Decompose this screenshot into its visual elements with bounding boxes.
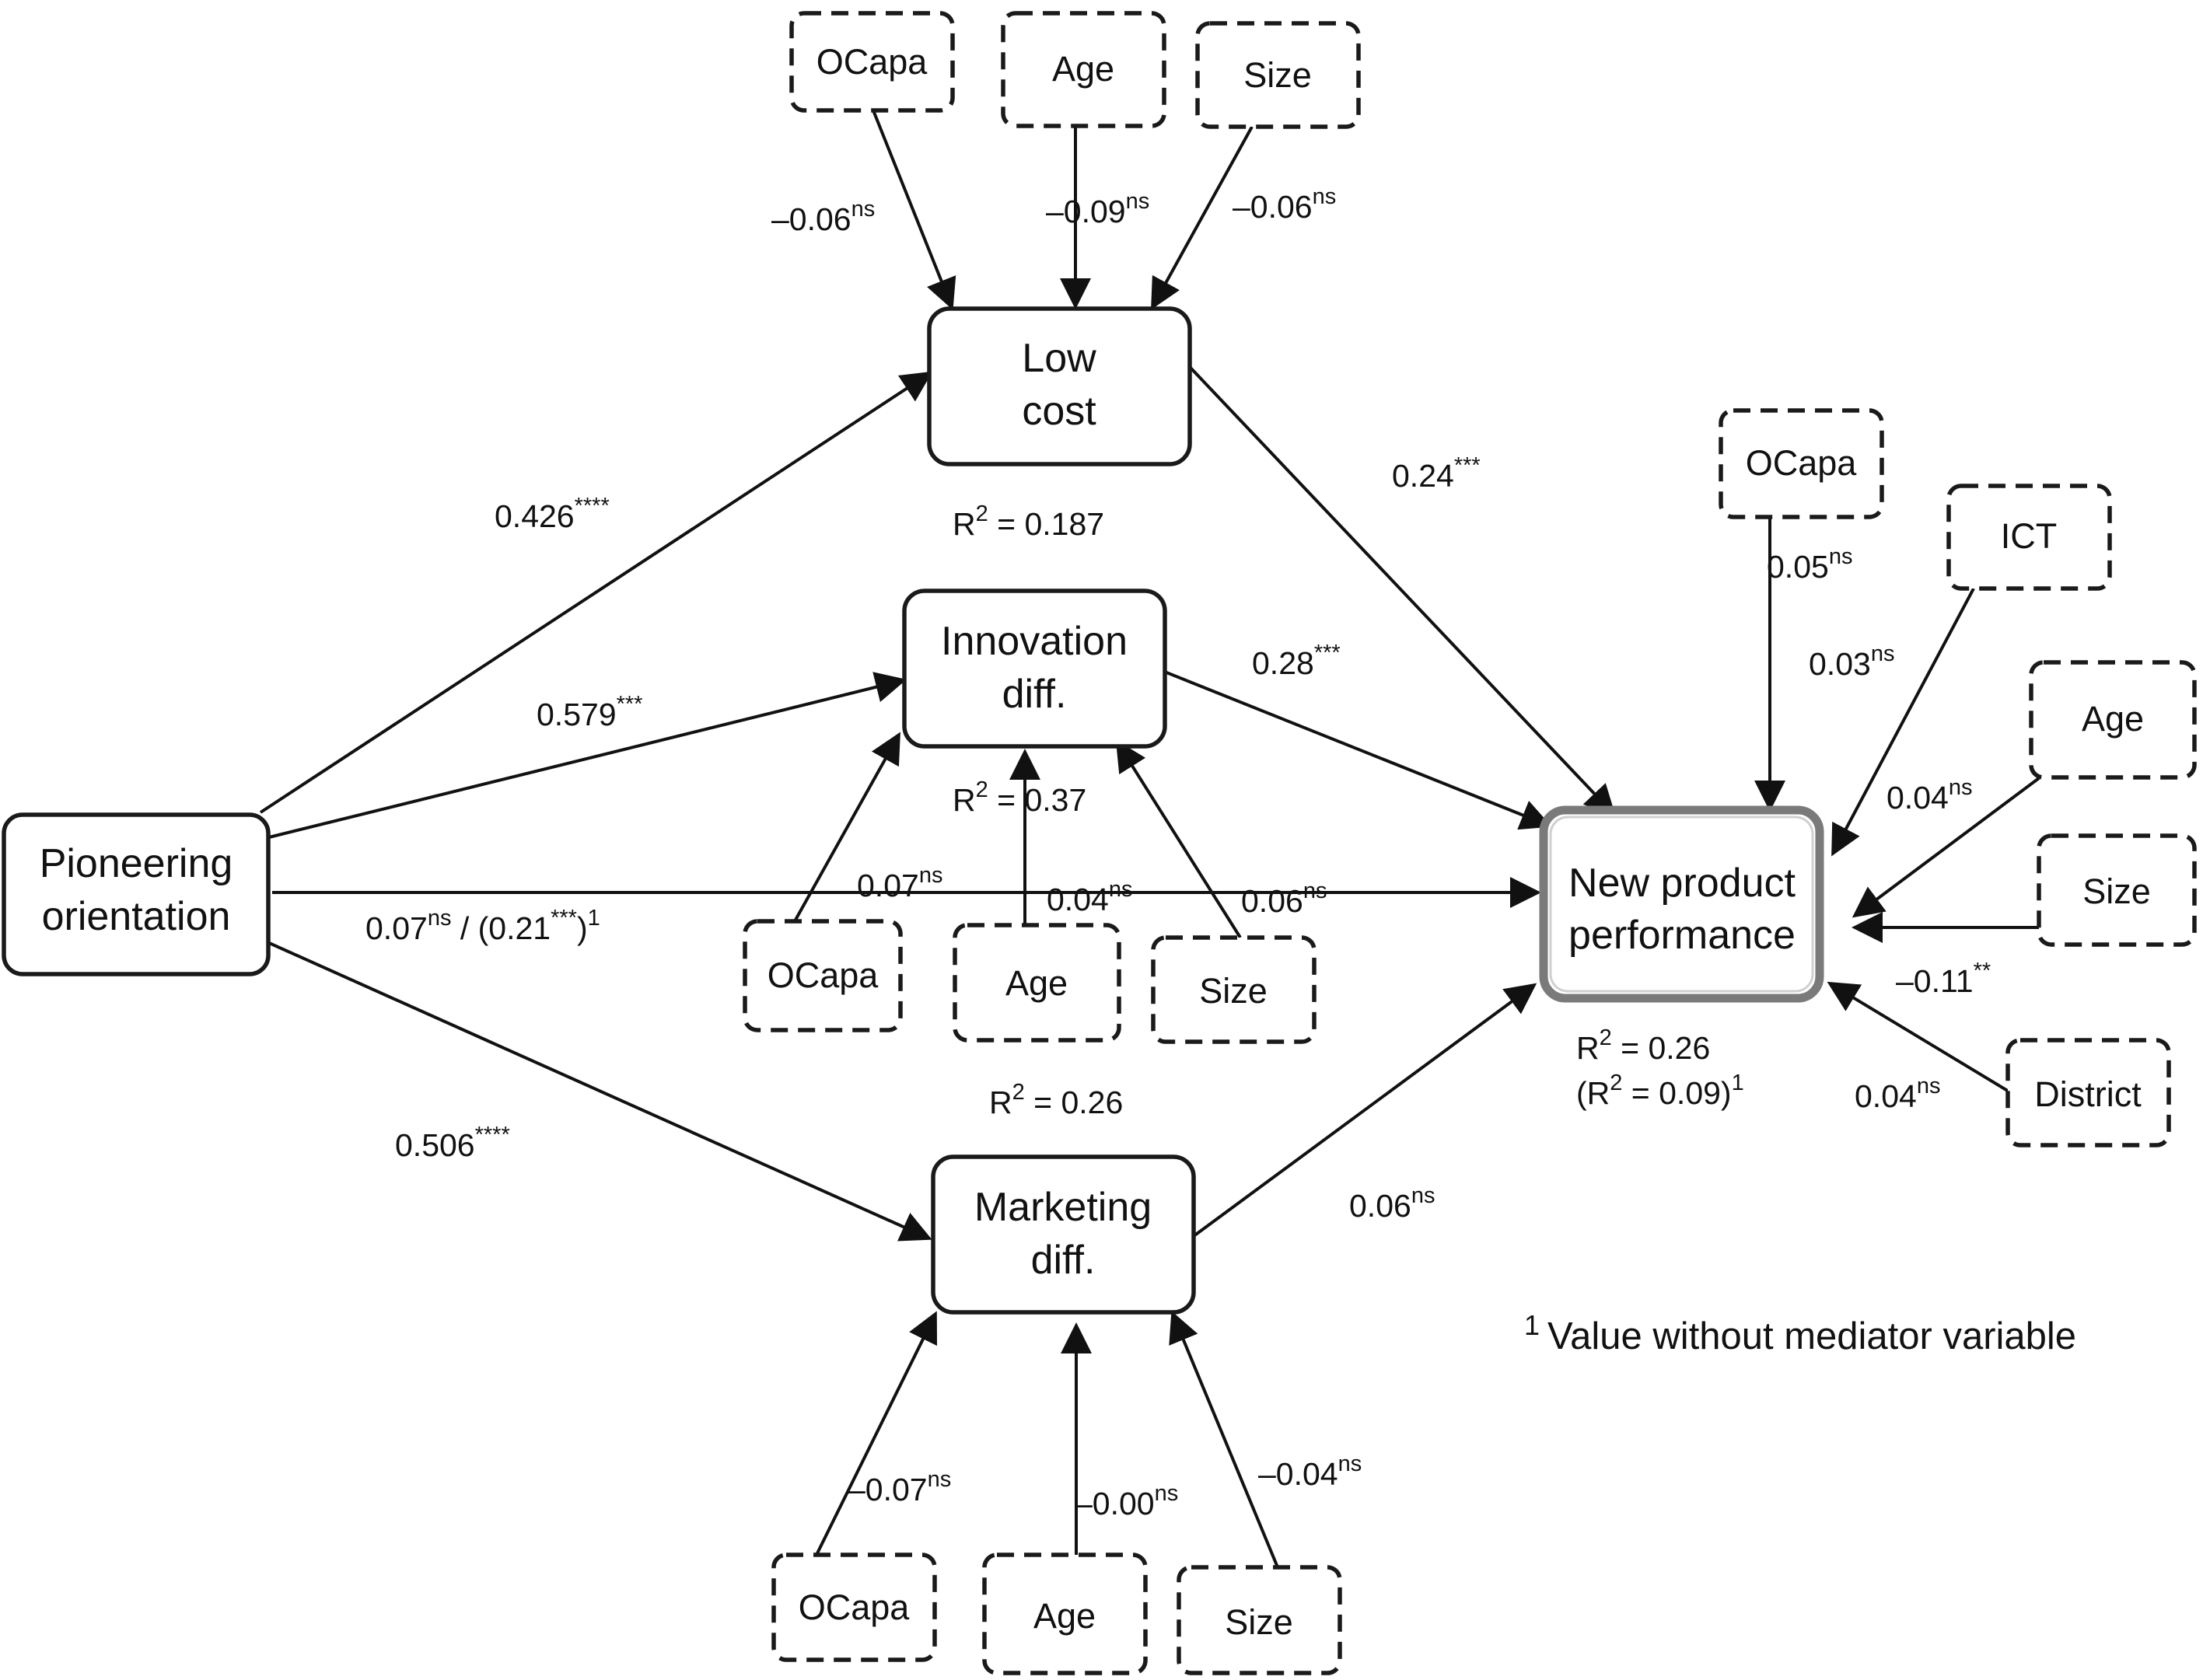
control-md-ocapa: OCapa [771, 1553, 937, 1662]
coef-id-age: 0.04ns [1047, 877, 1132, 917]
coef-np-size: –0.11** [1896, 959, 1991, 999]
control-id-size: Size [1151, 935, 1317, 1044]
arrows [259, 110, 2040, 1568]
arrow-lc-ocapa [872, 110, 956, 310]
control-lc-size: Size [1195, 21, 1361, 129]
node-innovation-diff: Innovation diff. [902, 589, 1167, 749]
control-lc-ocapa: OCapa [789, 11, 955, 113]
control-label: ICT [2001, 516, 2058, 556]
control-lc-age: Age [1001, 11, 1166, 128]
coef-id-ocapa: 0.07ns [857, 863, 942, 903]
control-id-age: Age [953, 923, 1121, 1043]
r2-labels: R2 = 0.187 R2 = 0.37 R2 = 0.26 R2 = 0.26… [953, 501, 1744, 1120]
coef-lc-ocapa: –0.06ns [771, 197, 875, 237]
control-label: OCapa [768, 955, 879, 995]
control-label: Age [1005, 963, 1068, 1003]
coef-np-ocapa: 0.05ns [1767, 544, 1852, 585]
coef-lc-np: 0.24*** [1392, 453, 1481, 494]
control-label: OCapa [817, 42, 928, 82]
control-label: Age [1033, 1596, 1096, 1636]
coef-np-ict: 0.03ns [1809, 641, 1894, 682]
control-label: Age [1052, 49, 1114, 89]
control-md-size: Size [1177, 1565, 1342, 1675]
coef-md-age: –0.00ns [1075, 1481, 1178, 1521]
r2-npp-without-mediator: (R2 = 0.09)1 [1576, 1071, 1744, 1111]
arrow-np-district [1827, 981, 2012, 1094]
r2-marketing: R2 = 0.26 [989, 1080, 1123, 1120]
control-np-size: Size [2037, 833, 2197, 947]
r2-npp: R2 = 0.26 [1576, 1025, 1710, 1066]
coef-lc-age: –0.09ns [1046, 189, 1149, 229]
node-label: diff. [1031, 1238, 1096, 1283]
control-label: OCapa [1746, 443, 1858, 483]
coef-id-size: 0.06ns [1241, 878, 1327, 919]
node-pioneering-orientation: Pioneering orientation [2, 812, 271, 976]
arrow-np-age [1852, 777, 2040, 918]
arrow-md-size [1169, 1311, 1279, 1568]
node-label: Marketing [974, 1185, 1152, 1230]
arrow-po-md [260, 938, 932, 1242]
arrow-id-ocapa [793, 732, 900, 922]
control-label: OCapa [799, 1587, 911, 1627]
coef-lc-size: –0.06ns [1233, 184, 1336, 225]
node-new-product-performance: New product performance [1539, 805, 1824, 1003]
control-label: Size [1225, 1602, 1293, 1642]
path-labels: 0.426**** 0.579*** 0.506**** 0.07ns / (0… [365, 184, 1991, 1521]
control-np-ocapa: OCapa [1719, 408, 1884, 519]
arrow-id-size [1115, 739, 1242, 939]
node-label: performance [1568, 913, 1796, 958]
control-np-district: District [2005, 1038, 2171, 1147]
node-marketing-diff: Marketing diff. [931, 1154, 1196, 1315]
arrow-lc-size [1151, 126, 1254, 310]
node-label: Innovation [941, 619, 1128, 664]
coef-md-np: 0.06ns [1349, 1183, 1435, 1224]
node-label: cost [1022, 389, 1096, 434]
arrow-md-ocapa [815, 1311, 938, 1556]
control-label: District [2034, 1074, 2142, 1114]
coef-md-size: –0.04ns [1258, 1451, 1362, 1492]
control-label: Age [2082, 699, 2144, 739]
control-label: Size [1199, 971, 1268, 1011]
coef-po-id: 0.579*** [537, 692, 642, 732]
arrow-id-np [1142, 662, 1552, 830]
coef-id-np: 0.28*** [1252, 641, 1341, 681]
control-np-age: Age [2029, 660, 2197, 780]
node-label: Low [1022, 336, 1096, 381]
control-np-ict: ICT [1946, 484, 2112, 591]
arrow-po-lc [259, 371, 933, 814]
control-md-age: Age [982, 1553, 1148, 1675]
control-id-ocapa: OCapa [743, 919, 903, 1032]
coef-np-age: 0.04ns [1887, 775, 1972, 816]
r2-low-cost: R2 = 0.187 [953, 501, 1104, 542]
arrow-md-np [1192, 983, 1537, 1238]
node-label: New product [1568, 861, 1796, 906]
coef-po-lc: 0.426**** [495, 494, 610, 534]
arrow-np-ict [1831, 588, 1975, 857]
arrow-po-id [265, 672, 907, 840]
coef-np-district: 0.04ns [1855, 1074, 1940, 1114]
node-label: Pioneering [40, 841, 233, 886]
node-label: orientation [42, 894, 231, 939]
coef-md-ocapa: –0.07ns [848, 1467, 951, 1507]
node-low-cost: Low cost [927, 306, 1192, 466]
coef-po-np: 0.07ns / (0.21***)1 [365, 906, 600, 946]
r2-innovation: R2 = 0.37 [953, 777, 1086, 818]
control-label: Size [1243, 55, 1312, 95]
control-label: Size [2082, 871, 2151, 911]
node-label: diff. [1002, 672, 1067, 717]
arrow-lc-np [1188, 365, 1616, 816]
coef-po-md: 0.506**** [395, 1123, 510, 1163]
